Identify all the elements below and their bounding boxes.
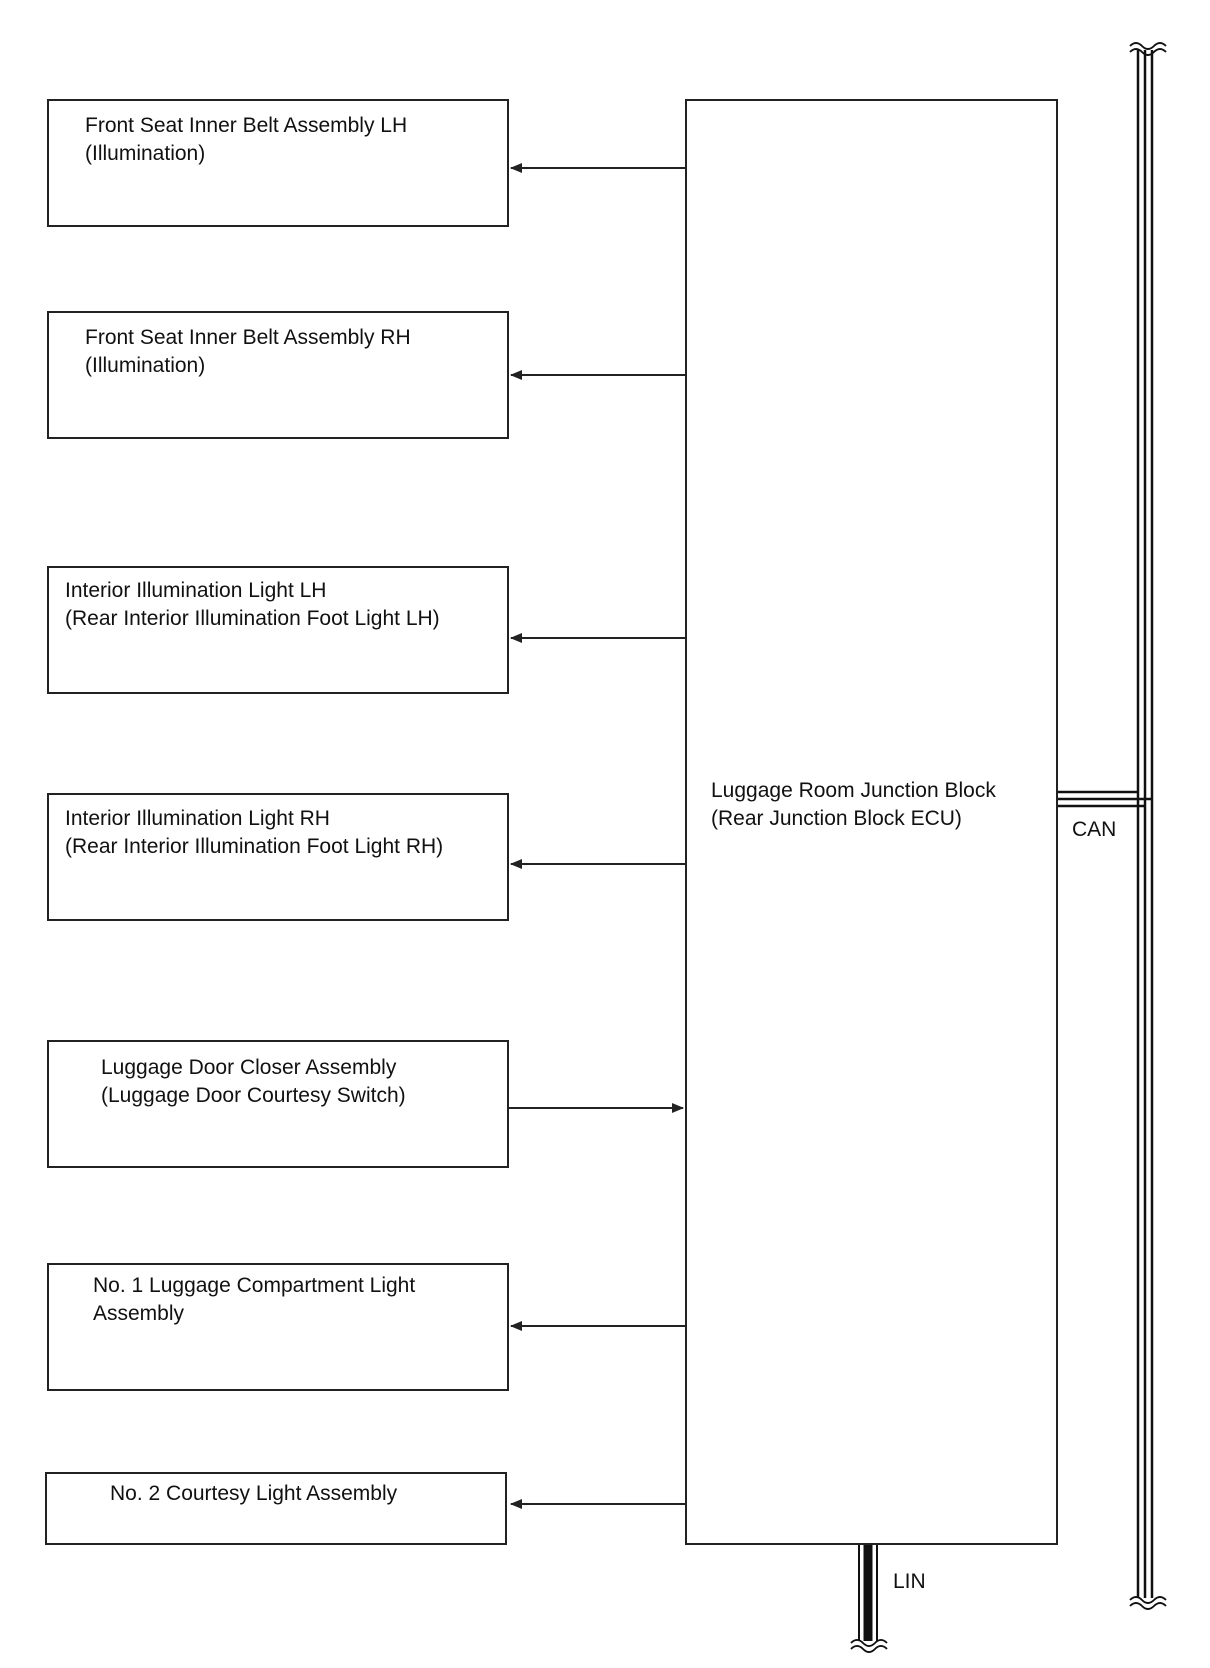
courtesy-light-2-line1: No. 2 Courtesy Light Assembly (110, 1482, 398, 1505)
luggage-door-closer-line2: (Luggage Door Courtesy Switch) (101, 1084, 406, 1107)
junction-block-box (685, 99, 1058, 1545)
interior-light-rh-box (47, 793, 509, 921)
interior-light-rh-line2: (Rear Interior Illumination Foot Light R… (65, 835, 444, 858)
lin-bus (858, 1545, 878, 1641)
luggage-compartment-light-line2: Assembly (93, 1302, 185, 1325)
lin-bus-break (850, 1639, 888, 1653)
front-seat-belt-rh-label: Front Seat Inner Belt Assembly RH (Illum… (85, 324, 411, 380)
luggage-compartment-light-box (47, 1263, 509, 1391)
front-seat-belt-rh-box (47, 311, 509, 439)
interior-light-rh-label: Interior Illumination Light RH (Rear Int… (65, 805, 443, 861)
can-bus-stub (1058, 790, 1152, 808)
front-seat-belt-lh-line2: (Illumination) (85, 142, 206, 165)
can-bus (1136, 50, 1154, 1598)
junction-block-label: Luggage Room Junction Block (Rear Juncti… (711, 777, 996, 833)
luggage-door-closer-line1: Luggage Door Closer Assembly (101, 1056, 397, 1079)
luggage-door-closer-box (47, 1040, 509, 1168)
can-bus-top-break (1129, 42, 1167, 56)
junction-block-line1: Luggage Room Junction Block (711, 779, 996, 802)
front-seat-belt-lh-box (47, 99, 509, 227)
front-seat-belt-lh-line1: Front Seat Inner Belt Assembly LH (85, 114, 408, 137)
interior-light-rh-line1: Interior Illumination Light RH (65, 807, 330, 830)
front-seat-belt-rh-line1: Front Seat Inner Belt Assembly RH (85, 326, 411, 349)
front-seat-belt-lh-label: Front Seat Inner Belt Assembly LH (Illum… (85, 112, 407, 168)
interior-light-lh-line2: (Rear Interior Illumination Foot Light L… (65, 607, 440, 630)
interior-light-lh-label: Interior Illumination Light LH (Rear Int… (65, 577, 440, 633)
interior-light-lh-line1: Interior Illumination Light LH (65, 579, 327, 602)
courtesy-light-2-label: No. 2 Courtesy Light Assembly (110, 1480, 397, 1508)
can-bus-label: CAN (1072, 818, 1117, 841)
junction-block-line2: (Rear Junction Block ECU) (711, 807, 962, 830)
courtesy-light-2-box (45, 1472, 507, 1545)
luggage-compartment-light-line1: No. 1 Luggage Compartment Light (93, 1274, 416, 1297)
interior-light-lh-box (47, 566, 509, 694)
lin-bus-label: LIN (893, 1570, 926, 1593)
luggage-compartment-light-label: No. 1 Luggage Compartment Light Assembly (93, 1272, 415, 1328)
luggage-door-closer-label: Luggage Door Closer Assembly (Luggage Do… (101, 1054, 406, 1110)
front-seat-belt-rh-line2: (Illumination) (85, 354, 206, 377)
can-bus-bottom-break (1129, 1596, 1167, 1610)
